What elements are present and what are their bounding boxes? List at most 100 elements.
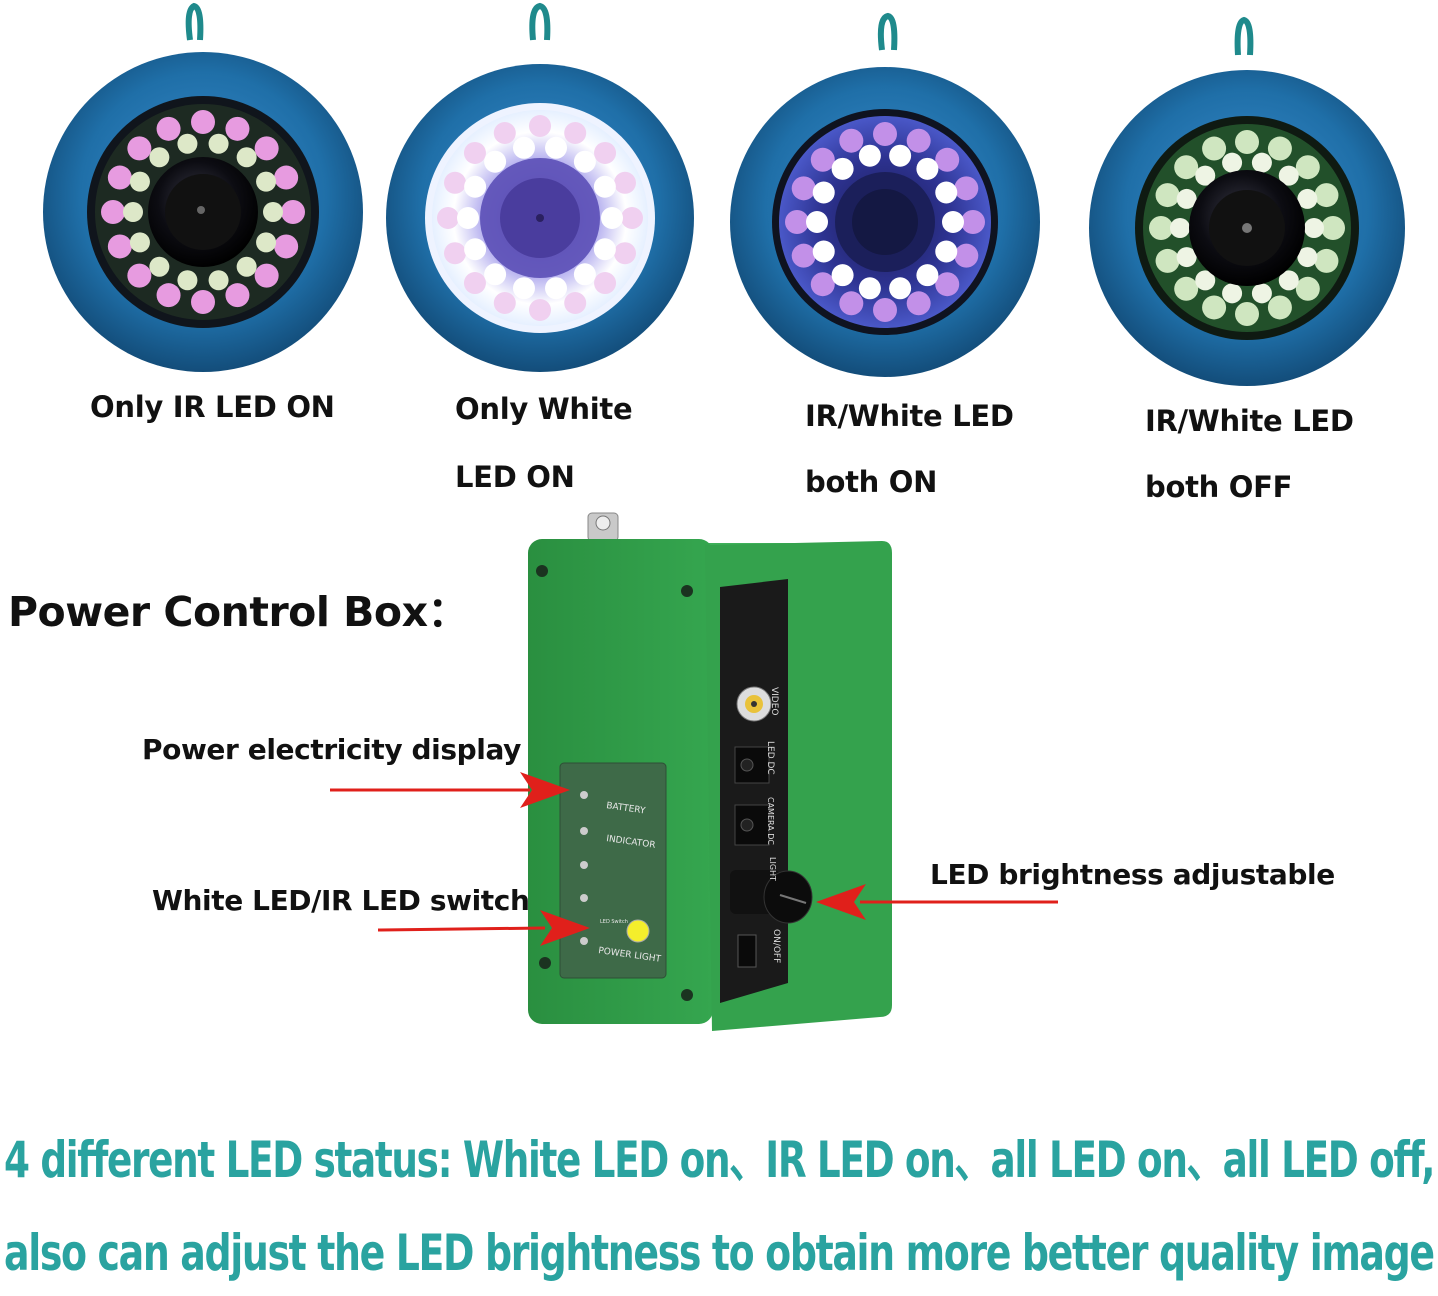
power-display-callout: Power electricity display — [142, 733, 521, 766]
led — [839, 291, 864, 316]
led — [613, 171, 636, 194]
brightness-description: also can adjust the LED brightness to ob… — [4, 1224, 1435, 1282]
led — [1295, 276, 1320, 301]
led — [573, 263, 596, 286]
camera-dc-label: CAMERA DC — [766, 797, 775, 845]
led — [484, 150, 507, 173]
led — [916, 157, 939, 180]
led-switch-button[interactable] — [626, 919, 650, 943]
led — [256, 171, 277, 192]
led — [281, 200, 305, 224]
led — [274, 234, 299, 259]
led — [594, 272, 617, 295]
led — [1222, 283, 1243, 304]
led — [512, 277, 535, 300]
led — [1174, 276, 1199, 301]
led — [1174, 155, 1199, 180]
led — [123, 202, 143, 222]
led — [954, 176, 979, 201]
led — [791, 243, 816, 268]
led-switch-label: LED Switch — [600, 919, 628, 925]
led — [593, 175, 616, 198]
led — [1235, 302, 1259, 326]
led — [1314, 248, 1339, 273]
led — [177, 133, 198, 154]
led-switch-callout: White LED/IR LED switch — [152, 884, 530, 917]
led — [463, 272, 486, 295]
led — [831, 264, 854, 287]
led — [954, 243, 979, 268]
led — [812, 240, 835, 263]
led — [236, 256, 257, 277]
led — [593, 238, 616, 261]
led — [156, 283, 181, 308]
led — [831, 157, 854, 180]
camera-4-caption-line2: both OFF — [1145, 470, 1293, 504]
led — [464, 175, 487, 198]
led — [1278, 270, 1299, 291]
led — [484, 263, 507, 286]
led — [1222, 152, 1243, 173]
led — [1251, 152, 1272, 173]
led — [107, 165, 132, 190]
led — [621, 207, 643, 229]
led — [1314, 183, 1339, 208]
on-off-label: ON/OFF — [771, 929, 781, 963]
led — [263, 202, 283, 222]
led — [1155, 183, 1180, 208]
led — [810, 147, 835, 172]
led — [256, 232, 277, 253]
led — [149, 256, 170, 277]
led — [1235, 130, 1259, 154]
led — [101, 200, 125, 224]
led — [545, 277, 568, 300]
video-port-label: VIDEO — [769, 687, 779, 716]
led — [225, 283, 250, 308]
camera-both-on — [730, 12, 1040, 377]
led — [1297, 188, 1318, 209]
led — [129, 232, 150, 253]
led — [564, 291, 587, 314]
led — [1149, 216, 1173, 240]
light-label: LIGHT — [768, 857, 777, 881]
power-switch[interactable] — [737, 934, 757, 968]
power-display-arrow — [330, 772, 570, 808]
led — [254, 136, 279, 161]
led — [107, 234, 132, 259]
led — [906, 128, 931, 153]
led — [177, 270, 198, 291]
led — [594, 141, 617, 164]
led — [437, 207, 459, 229]
led — [573, 150, 596, 173]
led — [208, 270, 229, 291]
led — [613, 242, 636, 265]
camera-2-caption-line1: Only White — [455, 392, 633, 426]
led — [444, 242, 467, 265]
led — [1278, 165, 1299, 186]
led — [1304, 218, 1324, 238]
led — [493, 291, 516, 314]
led — [225, 116, 250, 141]
camera-1-caption: Only IR LED ON — [90, 390, 335, 424]
led — [812, 181, 835, 204]
led — [889, 144, 912, 167]
led — [942, 211, 964, 233]
led — [545, 136, 568, 159]
led — [529, 299, 551, 321]
led — [149, 147, 170, 168]
led — [1295, 155, 1320, 180]
led-switch-arrow — [377, 910, 590, 946]
led — [208, 133, 229, 154]
led-dc-label: LED DC — [765, 741, 775, 775]
led — [191, 290, 215, 314]
led — [889, 277, 912, 300]
led — [1195, 165, 1216, 186]
led — [873, 122, 897, 146]
led — [785, 210, 809, 234]
led — [236, 147, 257, 168]
led — [935, 147, 960, 172]
led — [156, 116, 181, 141]
camera-ir-on — [43, 2, 363, 372]
led — [127, 136, 152, 161]
led — [1176, 247, 1197, 268]
